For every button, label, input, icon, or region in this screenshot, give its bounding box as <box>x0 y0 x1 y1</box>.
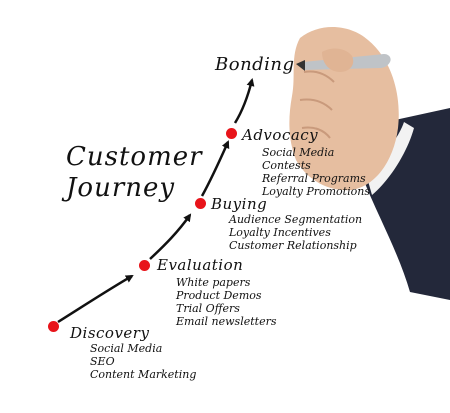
arrow-discovery-to-evaluation <box>57 274 134 324</box>
buying-item: Audience Segmentation <box>229 213 363 226</box>
evaluation-item: Product Demos <box>176 289 262 302</box>
buying-marker <box>195 198 206 209</box>
discovery-item: Social Media <box>90 342 163 355</box>
buying-item: Customer Relationship <box>229 239 357 252</box>
evaluation-item: Email newsletters <box>176 315 277 328</box>
buying-item: Loyalty Incentives <box>229 226 331 239</box>
advocacy-label: Advocacy <box>242 126 319 144</box>
advocacy-item: Contests <box>262 159 311 172</box>
arrow-buying-to-advocacy <box>200 140 230 197</box>
arrow-advocacy-to-bonding <box>233 78 255 124</box>
buying-label: Buying <box>211 195 268 213</box>
evaluation-label: Evaluation <box>157 256 244 274</box>
advocacy-item: Social Media <box>262 146 335 159</box>
advocacy-item: Referral Programs <box>262 172 366 185</box>
discovery-item: Content Marketing <box>90 368 197 381</box>
discovery-item: SEO <box>90 355 115 368</box>
diagram-title-line1: Customer <box>66 142 203 172</box>
evaluation-marker <box>139 260 150 271</box>
arrow-evaluation-to-buying <box>149 213 192 260</box>
bonding-label: Bonding <box>215 54 295 75</box>
advocacy-marker <box>226 128 237 139</box>
evaluation-item: White papers <box>176 276 251 289</box>
evaluation-item: Trial Offers <box>176 302 240 315</box>
diagram-title-line2: Journey <box>66 173 176 203</box>
advocacy-item: Loyalty Promotions <box>262 185 370 198</box>
discovery-label: Discovery <box>70 324 150 342</box>
discovery-marker <box>48 321 59 332</box>
